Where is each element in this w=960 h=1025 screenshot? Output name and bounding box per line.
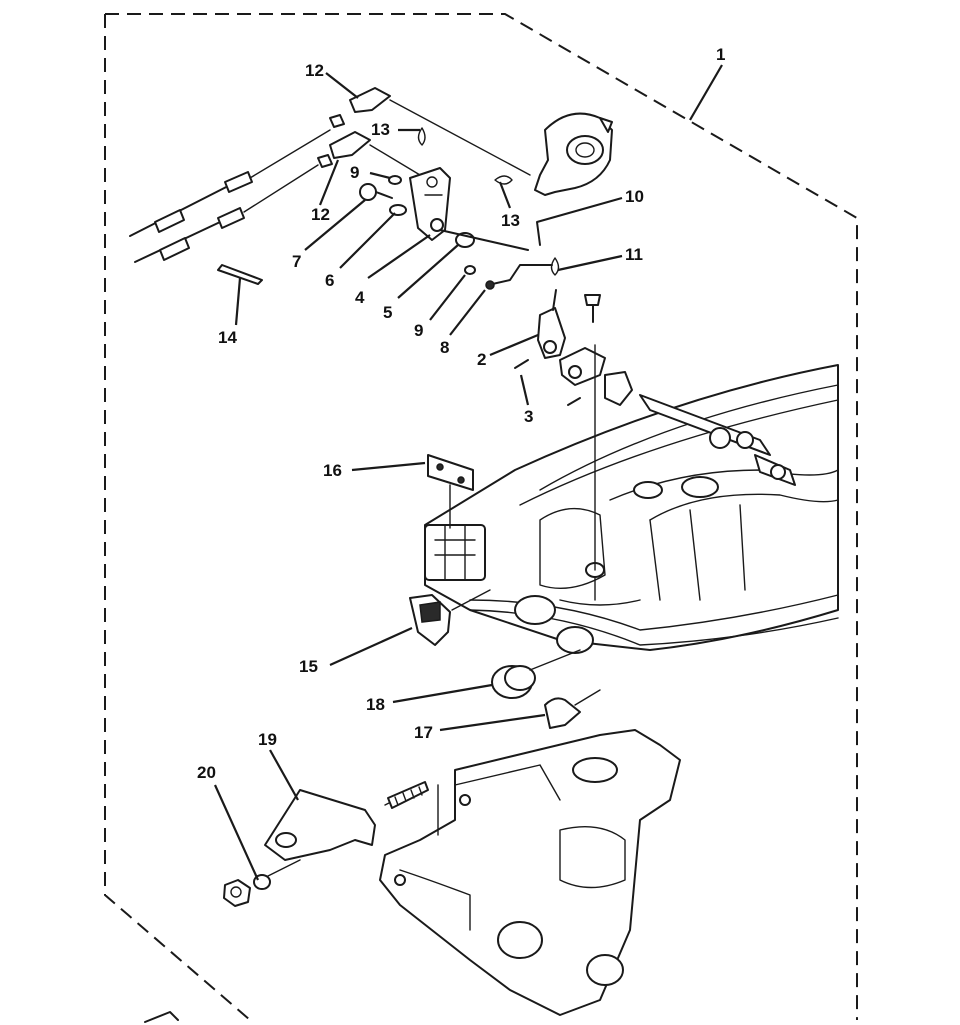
part-8-link bbox=[439, 229, 553, 290]
part-13-clip-a bbox=[417, 127, 426, 146]
callout-labels: 1 2 3 4 5 6 7 8 9 9 10 11 12 12 13 13 14… bbox=[197, 45, 725, 782]
callout-16: 16 bbox=[323, 461, 342, 480]
callout-2: 2 bbox=[477, 350, 486, 369]
assembly-boundary bbox=[104, 13, 858, 1021]
callout-9-a: 9 bbox=[350, 163, 359, 182]
callout-3: 3 bbox=[524, 407, 533, 426]
swivel-bracket bbox=[379, 729, 681, 1016]
callout-19: 19 bbox=[258, 730, 277, 749]
throttle-cam bbox=[534, 112, 613, 196]
callout-13-b: 13 bbox=[501, 211, 520, 230]
part-13-clip-b bbox=[494, 175, 513, 185]
edge-fragment bbox=[144, 1011, 179, 1023]
part-10-pin bbox=[536, 221, 541, 246]
part-2-lever bbox=[537, 289, 566, 359]
callout-7: 7 bbox=[292, 252, 301, 271]
callout-12-a: 12 bbox=[305, 61, 324, 80]
callout-13-a: 13 bbox=[371, 120, 390, 139]
part-16-plate bbox=[427, 454, 474, 529]
callout-1: 1 bbox=[716, 45, 725, 64]
part-20-nut bbox=[223, 874, 271, 907]
spring bbox=[384, 781, 439, 836]
lower-cowling bbox=[424, 364, 839, 654]
part-3-pin bbox=[514, 359, 529, 369]
part-9-washer-a bbox=[388, 175, 402, 185]
part-11-clip bbox=[550, 257, 560, 276]
callout-8: 8 bbox=[440, 338, 449, 357]
callout-17: 17 bbox=[414, 723, 433, 742]
callout-5: 5 bbox=[383, 303, 392, 322]
part-7-bolt bbox=[359, 183, 393, 201]
shift-rod bbox=[639, 394, 796, 486]
callout-14: 14 bbox=[218, 328, 237, 347]
callout-4: 4 bbox=[355, 288, 365, 307]
part-4-lever bbox=[409, 167, 451, 241]
part-18-plug bbox=[491, 649, 581, 699]
callout-9-b: 9 bbox=[414, 321, 423, 340]
callout-6: 6 bbox=[325, 271, 334, 290]
leader-lines bbox=[213, 64, 723, 881]
callout-10: 10 bbox=[625, 187, 644, 206]
callout-12-b: 12 bbox=[311, 205, 330, 224]
part-14-label bbox=[217, 264, 263, 285]
part-15-grommet bbox=[409, 589, 491, 646]
cable-assembly bbox=[129, 87, 531, 263]
callout-15: 15 bbox=[299, 657, 318, 676]
callout-18: 18 bbox=[366, 695, 385, 714]
shift-bracket bbox=[559, 294, 633, 571]
part-19-bracket bbox=[259, 789, 376, 881]
callout-20: 20 bbox=[197, 763, 216, 782]
part-17-cap bbox=[544, 689, 601, 729]
callout-11: 11 bbox=[625, 245, 643, 264]
part-9-washer-b bbox=[464, 265, 476, 275]
part-6-washer bbox=[389, 204, 407, 216]
